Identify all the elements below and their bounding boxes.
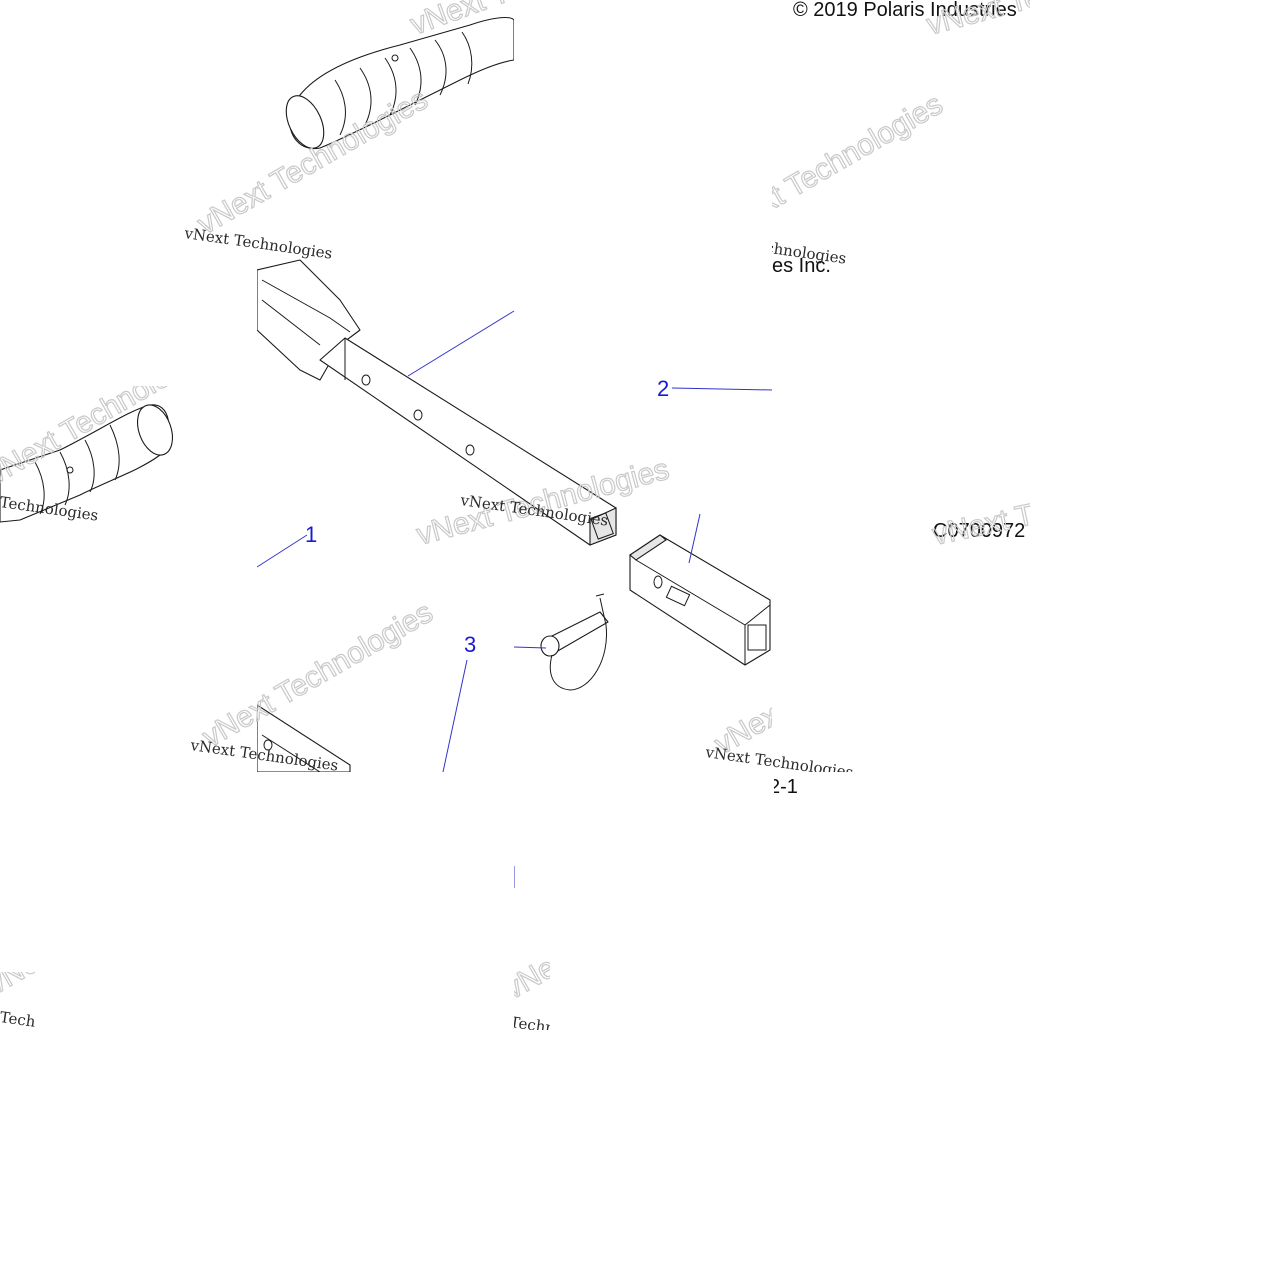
copyright-text: © 2019 Polaris Industries xyxy=(793,0,1017,21)
callout-1: 1 xyxy=(305,522,317,547)
callout-2: 2 xyxy=(657,376,669,401)
callout-3: 3 xyxy=(464,632,476,657)
leader-lines xyxy=(256,310,773,888)
page-code: 2-1 xyxy=(769,776,798,798)
leader-line-3b xyxy=(442,659,468,773)
leader-line-1 xyxy=(407,310,515,377)
leader-line-2b xyxy=(688,513,701,564)
leader-line-1b xyxy=(256,534,308,568)
handle-grip-left xyxy=(0,404,174,523)
hitch-tube-assembly xyxy=(257,259,771,772)
leader-line-3 xyxy=(513,646,547,649)
drawing-code: C0700972 xyxy=(933,520,1025,542)
leader-line-2 xyxy=(671,387,773,391)
copyright-fragment: es Inc. xyxy=(772,255,831,277)
handle-grip-top xyxy=(285,16,514,150)
